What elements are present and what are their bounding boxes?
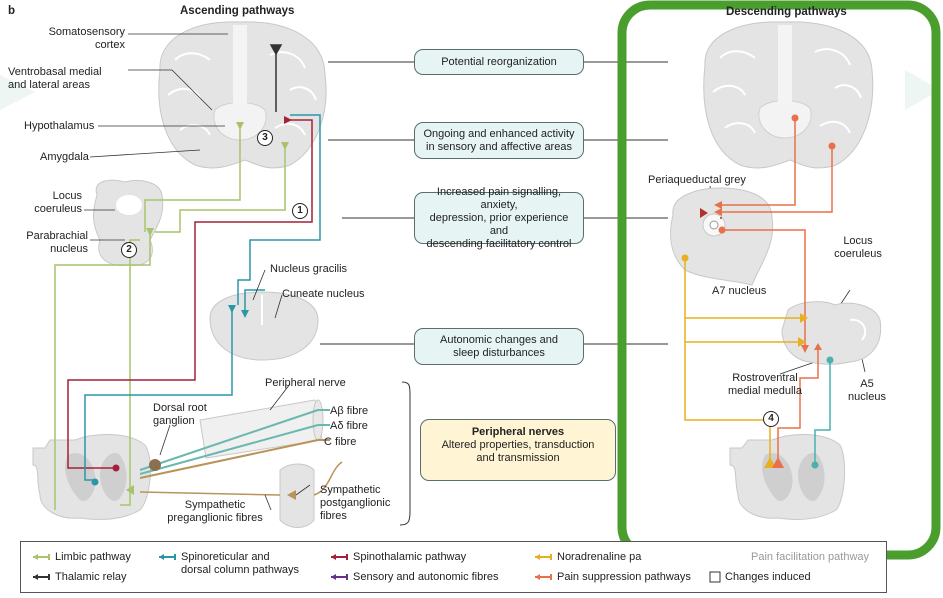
noradrenaline-swatch-icon xyxy=(533,553,553,561)
legend: Limbic pathway Thalamic relay Spinoretic… xyxy=(20,541,887,593)
peripheral-nerves-box: Peripheral nerves Altered properties, tr… xyxy=(420,419,616,481)
label-amygdala: Amygdala xyxy=(40,151,89,164)
label-cuneate: Cuneate nucleus xyxy=(282,288,365,301)
left-medulla xyxy=(210,292,318,360)
legend-noradrenaline: Noradrenaline pa xyxy=(533,551,641,564)
legend-limbic: Limbic pathway xyxy=(31,551,131,564)
left-spinal-cord xyxy=(33,435,150,520)
label-a-beta: Aβ fibre xyxy=(330,405,368,418)
label-peripheral-nerve: Peripheral nerve xyxy=(265,377,346,390)
thalamic-swatch-icon xyxy=(31,573,51,581)
label-a7: A7 nucleus xyxy=(712,285,766,298)
legend-pain-facilitation: Pain facilitation pathway xyxy=(751,551,869,564)
label-hypothalamus: Hypothalamus xyxy=(24,120,94,133)
right-medulla xyxy=(782,302,881,365)
descending-title: Descending pathways xyxy=(726,6,847,18)
right-brain-section xyxy=(704,22,873,168)
label-a-delta: Aδ fibre xyxy=(330,420,368,433)
number-2: 2 xyxy=(121,242,137,258)
number-4: 4 xyxy=(763,411,779,427)
legend-spinothalamic: Spinothalamic pathway xyxy=(329,551,466,564)
limbic-swatch-icon xyxy=(31,553,51,561)
number-1: 1 xyxy=(292,203,308,219)
ascending-title: Ascending pathways xyxy=(180,5,294,17)
legend-spinoreticular: Spinoreticular and dorsal column pathway… xyxy=(157,551,299,577)
legend-sensory-autonomic: Sensory and autonomic fibres xyxy=(329,571,499,584)
spinoreticular-swatch-icon xyxy=(157,553,177,561)
left-brain-section xyxy=(159,22,326,168)
legend-thalamic: Thalamic relay xyxy=(31,571,127,584)
label-pag: Periaqueductal grey xyxy=(648,174,746,187)
label-nucleus-gracilis: Nucleus gracilis xyxy=(270,263,347,276)
number-3: 3 xyxy=(257,130,273,146)
sensory-swatch-icon xyxy=(329,573,349,581)
legend-pain-suppression: Pain suppression pathways xyxy=(533,571,691,584)
label-c-fibre: C fibre xyxy=(324,436,356,449)
effect-box-reorganization: Potential reorganization xyxy=(414,49,584,75)
spinothalamic-swatch-icon xyxy=(329,553,349,561)
legend-changes-induced: Changes induced xyxy=(709,571,811,584)
pain-suppression-swatch-icon xyxy=(533,573,553,581)
panel-letter: b xyxy=(8,5,15,17)
right-spinal-cord xyxy=(730,435,845,520)
sympathetic-ganglion xyxy=(280,464,314,528)
changes-swatch-icon xyxy=(709,571,721,583)
effect-box-pain-signalling: Increased pain signalling, anxiety,depre… xyxy=(414,192,584,244)
